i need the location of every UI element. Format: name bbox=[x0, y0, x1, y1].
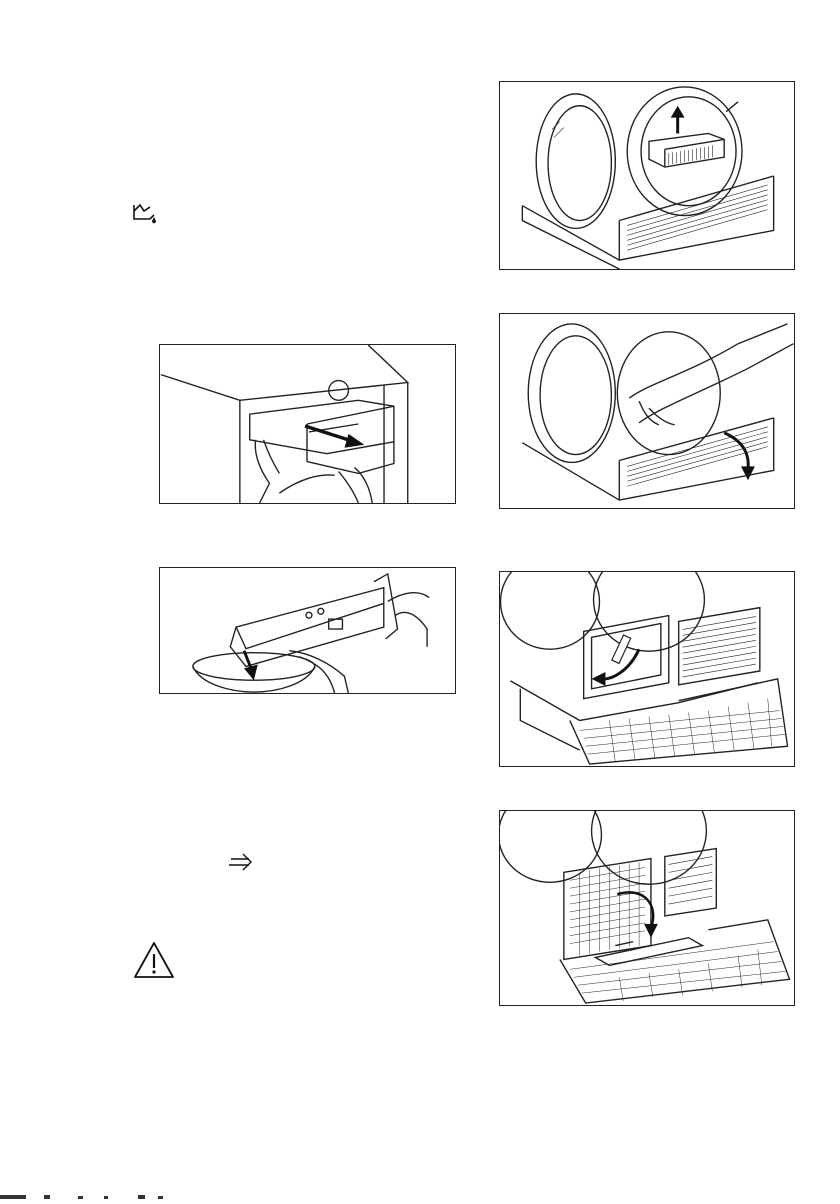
illustration-unlock-cover bbox=[500, 572, 794, 766]
figure-remove-filter bbox=[499, 81, 795, 270]
figure-pull-container bbox=[159, 344, 456, 504]
illustration-close-cover bbox=[500, 811, 794, 1005]
container-drain-icon bbox=[130, 197, 158, 227]
figure-unlock-cover bbox=[499, 571, 795, 767]
double-arrow-icon bbox=[227, 851, 255, 873]
illustration-remove-filter bbox=[500, 82, 794, 269]
figure-empty-container bbox=[159, 567, 456, 694]
illustration-empty-container bbox=[160, 568, 455, 693]
illustration-clean-seal bbox=[500, 314, 794, 508]
page-bottom-edge bbox=[0, 1186, 840, 1192]
warning-triangle-icon bbox=[133, 941, 175, 979]
illustration-pull-container bbox=[160, 345, 455, 503]
figure-close-cover bbox=[499, 810, 795, 1006]
figure-clean-seal bbox=[499, 313, 795, 509]
